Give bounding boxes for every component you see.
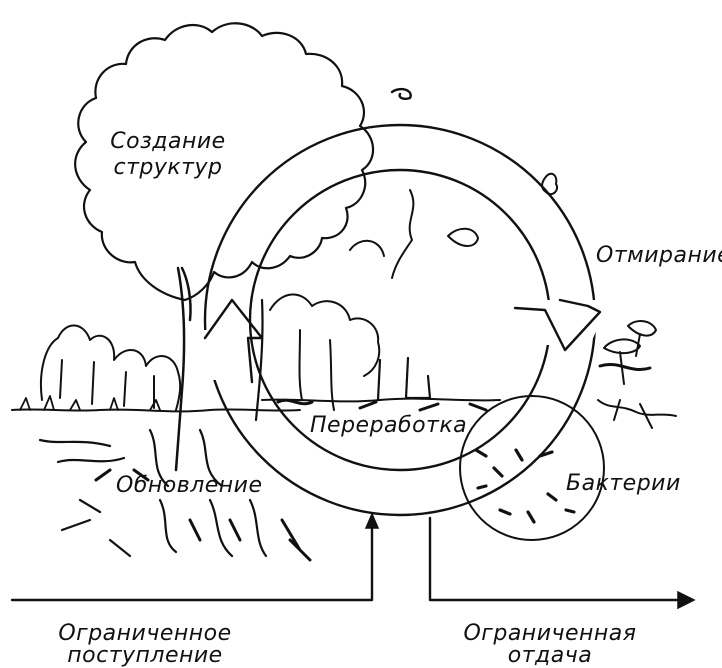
label-limited-output-line2: отдача (450, 644, 650, 668)
output-arrowhead (678, 592, 694, 608)
label-bacteria: Бактерии (566, 472, 681, 496)
falling-leaf (542, 174, 557, 194)
input-arrowhead (366, 514, 378, 528)
cloud-small (448, 229, 478, 246)
label-processing: Переработка (310, 414, 467, 438)
label-renewal: Обновление (116, 474, 263, 498)
label-dying: Отмирание (596, 244, 722, 268)
bacteria-cells (476, 450, 574, 522)
label-creation-line1: Создание (108, 130, 228, 154)
output-line (430, 518, 685, 600)
label-limited-input-line2: поступление (40, 644, 250, 668)
input-line (12, 524, 372, 600)
mushrooms (604, 321, 656, 384)
label-creation-line2: структур (108, 156, 228, 180)
